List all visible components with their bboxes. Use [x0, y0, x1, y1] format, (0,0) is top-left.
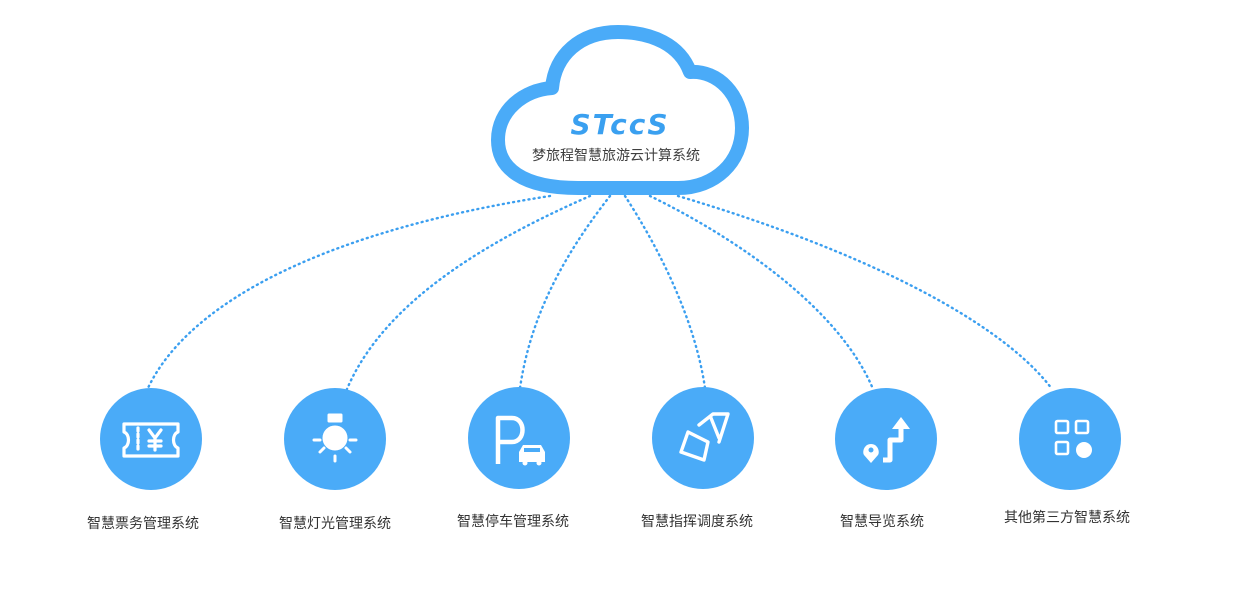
system-circle	[1019, 388, 1121, 490]
cloud-node: STccS 梦旅程智慧旅游云计算系统	[491, 25, 749, 195]
system-label: 其他第三方智慧系统	[1004, 509, 1130, 526]
system-circle	[100, 388, 202, 490]
connector-navigation	[648, 194, 875, 391]
system-node-light: 智慧灯光管理系统	[279, 388, 391, 532]
system-label: 智慧停车管理系统	[457, 513, 569, 530]
system-circle	[835, 388, 937, 490]
ticket-icon	[122, 422, 180, 458]
connector-lines	[146, 194, 1054, 391]
connector-third-party	[676, 194, 1054, 391]
connector-ticket	[146, 194, 552, 390]
system-node-third-party: 其他第三方智慧系统	[1004, 388, 1130, 526]
cloud-title: 梦旅程智慧旅游云计算系统	[532, 148, 700, 164]
system-node-ticket: 智慧票务管理系统	[87, 388, 202, 532]
system-label: 智慧指挥调度系统	[641, 514, 753, 530]
parking-icon	[495, 415, 545, 466]
system-node-parking: 智慧停车管理系统	[457, 387, 570, 530]
light-icon	[312, 413, 358, 463]
flag-dispatch-icon	[679, 412, 730, 462]
navigation-icon	[863, 417, 910, 463]
grid-apps-icon	[1054, 419, 1092, 458]
system-node-navigation: 智慧导览系统	[835, 388, 937, 530]
cloud-logo: STccS	[570, 108, 669, 141]
cloud-icon	[491, 25, 749, 195]
connector-dispatch	[623, 194, 707, 390]
connector-light	[345, 194, 592, 391]
system-label: 智慧导览系统	[840, 514, 924, 530]
system-label: 智慧票务管理系统	[87, 516, 199, 532]
system-label: 智慧灯光管理系统	[279, 516, 391, 532]
system-node-dispatch: 智慧指挥调度系统	[641, 387, 754, 530]
connector-parking	[518, 194, 612, 390]
